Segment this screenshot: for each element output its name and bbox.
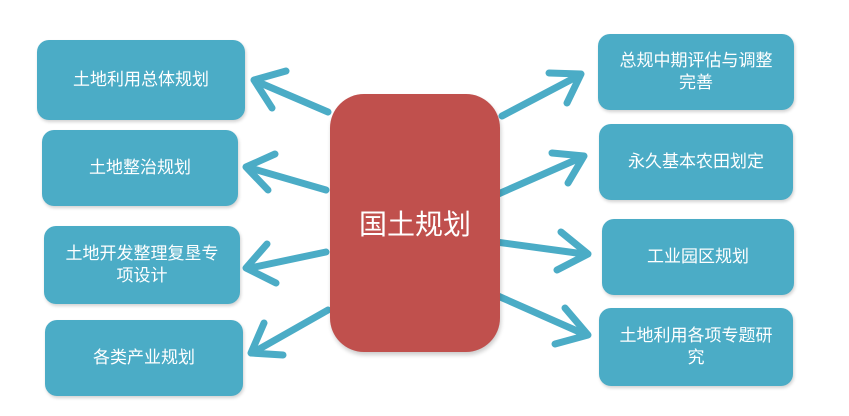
left-node-1-label: 土地利用总体规划 [73,70,209,90]
arrow-to-right-node-2 [492,149,588,199]
arrow-to-right-node-3 [492,228,592,274]
right-node-3-label: 工业园区规划 [647,247,749,267]
right-node-1: 总规中期评估与调整完善 [598,34,794,110]
left-node-2-label: 土地整治规划 [89,158,191,178]
arrow-to-right-node-1 [498,69,585,120]
left-node-2: 土地整治规划 [42,130,238,206]
arrow-to-left-node-3 [242,240,330,287]
right-node-4-label: 土地利用各项专题研究 [619,326,773,368]
left-node-3-label: 土地开发整理复垦专项设计 [65,244,219,286]
arrow-to-left-node-4 [247,306,332,359]
left-node-3: 土地开发整理复垦专项设计 [44,226,240,304]
center-node-label: 国土规划 [358,208,471,241]
left-node-1: 土地利用总体规划 [37,40,245,120]
arrow-to-left-node-1 [250,67,332,116]
left-node-4-label: 各类产业规划 [93,348,195,368]
center-node: 国土规划 [330,94,500,352]
arrow-to-left-node-2 [242,150,330,194]
right-node-4: 土地利用各项专题研究 [599,308,793,386]
left-node-4: 各类产业规划 [45,320,243,396]
arrow-to-right-node-4 [494,292,592,348]
right-node-3: 工业园区规划 [602,219,794,295]
right-node-2-label: 永久基本农田划定 [628,152,764,172]
right-node-2: 永久基本农田划定 [599,124,793,200]
right-node-1-label: 总规中期评估与调整完善 [619,51,773,93]
